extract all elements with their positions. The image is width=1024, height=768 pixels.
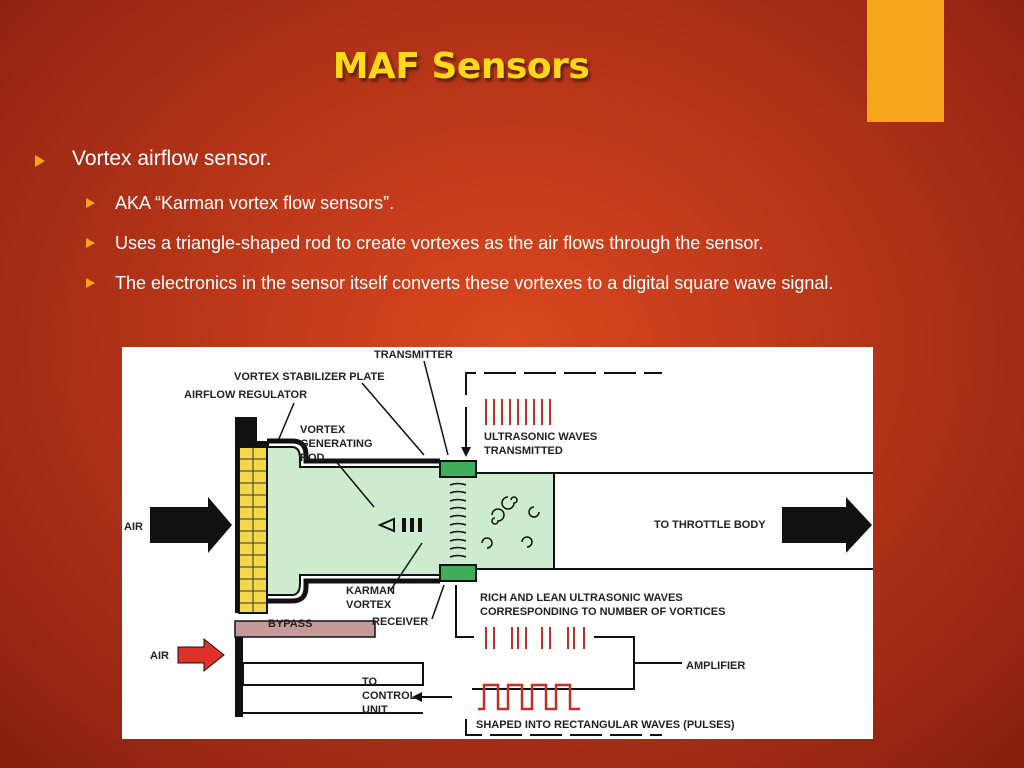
label-karman-2: VORTEX [346,599,392,611]
receiver-block [439,564,477,582]
bullet-arrow-icon [86,278,95,288]
bullet-2: AKA “Karman vortex flow sensors”. [115,193,395,213]
label-throttle: TO THROTTLE BODY [654,519,766,531]
label-rich-2: CORRESPONDING TO NUMBER OF VORTICES [480,606,725,618]
label-receiver: RECEIVER [372,616,428,628]
slide-title: MAF Sensors [332,46,590,87]
label-vortex-1: VORTEX [300,424,346,436]
label-control-1: TO [362,676,378,688]
label-stabilizer: VORTEX STABILIZER PLATE [234,371,385,383]
label-control-2: CONTROL [362,690,417,702]
bullet-3: Uses a triangle-shaped rod to create vor… [115,233,764,253]
square-wave-signal [478,683,580,711]
throttle-arrow-icon [782,497,872,553]
label-bypass: BYPASS [268,618,312,630]
label-vortex-2: GENERATING [300,438,373,450]
bullet-arrow-icon [86,238,95,248]
bullet-1: Vortex airflow sensor. [72,147,272,170]
label-shaped: SHAPED INTO RECTANGULAR WAVES (PULSES) [476,719,735,731]
label-amplifier: AMPLIFIER [686,660,745,672]
bypass-channel [234,620,376,638]
bullet-arrow-icon [35,155,45,167]
accent-bar [867,0,944,122]
label-rich-1: RICH AND LEAN ULTRASONIC WAVES [480,592,683,604]
bullet-arrow-icon [86,198,95,208]
label-karman-1: KARMAN [346,585,395,597]
label-transmitter: TRANSMITTER [374,349,453,361]
label-control-3: UNIT [362,704,388,716]
bypass-air-arrow-icon [177,637,225,673]
transmitted-wave-pulses [485,399,551,425]
label-ultra-1: ULTRASONIC WAVES [484,431,597,443]
label-ultra-2: TRANSMITTED [484,445,563,457]
transmitter-block [439,460,477,478]
bullet-4: The electronics in the sensor itself con… [115,273,834,293]
vortex-rod [377,517,395,533]
air-in-arrow-icon [150,497,232,553]
karman-vortex-diagram: TRANSMITTER VORTEX STABILIZER PLATE AIRF… [122,347,873,739]
vortex-swirls [481,496,540,549]
label-vortex-3: ROD [300,452,325,464]
ultrasonic-waves [449,482,467,558]
label-air-bypass: AIR [150,650,169,662]
diagram-svg: TRANSMITTER VORTEX STABILIZER PLATE AIRF… [124,349,873,736]
received-wave-pulses [485,627,585,649]
label-air-in: AIR [124,521,143,533]
label-regulator: AIRFLOW REGULATOR [184,389,307,401]
